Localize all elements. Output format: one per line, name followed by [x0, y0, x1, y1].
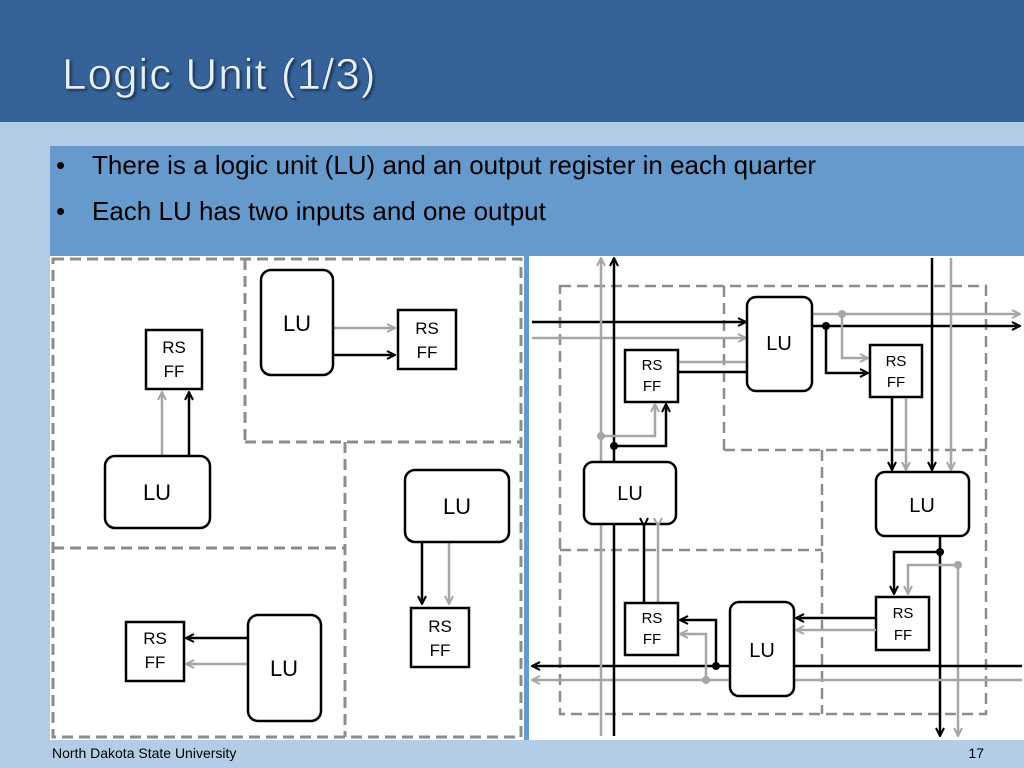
rs-flip-flop: RS FF [874, 595, 931, 652]
ff-label-rs: RS [886, 353, 907, 370]
quarter-middle-left: LU [582, 404, 678, 526]
logic-unit: LU [259, 268, 335, 377]
rs-flip-flop: RS FF [124, 620, 186, 683]
right-panel: RS FF LU RS FF [529, 256, 1024, 740]
ff-label-ff: FF [643, 378, 661, 395]
ff-label-ff: FF [894, 627, 912, 644]
rs-flip-flop: RS FF [623, 348, 680, 404]
ff-label-rs: RS [162, 338, 186, 357]
ff-label-ff: FF [887, 374, 905, 391]
ff-label-ff: FF [643, 631, 661, 648]
logic-unit: LU [582, 460, 678, 526]
lu-label: LU [283, 311, 311, 336]
rs-flip-flop: RS FF [396, 308, 458, 371]
quarter-middle-right: LU RS FF [796, 470, 971, 652]
footer-university: North Dakota State University [52, 745, 237, 761]
bullet-item: There is a logic unit (LU) and an output… [50, 146, 1024, 192]
quarter-top-left: RS FF LU [103, 328, 212, 530]
logic-unit: LU [403, 468, 511, 544]
lu-label: LU [143, 480, 171, 505]
ff-label-rs: RS [143, 629, 167, 648]
page-number: 17 [968, 745, 984, 761]
ff-label-ff: FF [164, 362, 185, 381]
ff-label-rs: RS [642, 357, 663, 374]
logic-unit: LU [728, 600, 796, 698]
ff-label-rs: RS [415, 319, 439, 338]
rs-flip-flop: RS FF [868, 343, 924, 399]
panel-divider [524, 256, 529, 740]
bullet-list: There is a logic unit (LU) and an output… [50, 146, 1024, 238]
lu-label: LU [270, 656, 298, 681]
logic-unit: LU [103, 454, 212, 530]
quarter-top-right: RS FF [822, 310, 924, 470]
left-panel: RS FF LU LU RS FF [50, 256, 524, 740]
rs-flip-flop: RS FF [623, 601, 680, 657]
bullet-box: There is a logic unit (LU) and an output… [50, 146, 1024, 256]
ff-label-rs: RS [893, 605, 914, 622]
logic-unit: LU [246, 613, 323, 723]
ff-label-ff: FF [430, 641, 451, 660]
bullet-item: Each LU has two inputs and one output [50, 192, 1024, 238]
lu-label: LU [766, 333, 792, 355]
logic-unit: LU [745, 295, 814, 393]
rs-flip-flop: RS FF [144, 328, 204, 391]
rs-flip-flop: RS FF [409, 606, 471, 669]
ff-label-rs: RS [428, 617, 452, 636]
quarter-top-left: RS FF LU [623, 295, 814, 404]
quarter-top-right: LU RS FF [259, 268, 458, 377]
lu-label: LU [749, 640, 775, 662]
ff-label-ff: FF [145, 653, 166, 672]
lu-label: LU [617, 483, 643, 505]
ff-label-ff: FF [417, 343, 438, 362]
left-quarter-borders [51, 257, 523, 739]
right-quarter-borders [558, 284, 988, 716]
quarter-bottom-left: RS FF LU [124, 613, 323, 723]
quarter-bottom-right: LU RS FF [403, 468, 511, 669]
slide-title: Logic Unit (1/3) [62, 50, 377, 100]
lu-label: LU [443, 494, 471, 519]
ff-label-rs: RS [642, 610, 663, 627]
quarter-bottom-left: RS FF LU [623, 526, 796, 698]
lu-label: LU [909, 495, 935, 517]
logic-unit: LU [874, 470, 971, 538]
title-bar [0, 0, 1024, 122]
